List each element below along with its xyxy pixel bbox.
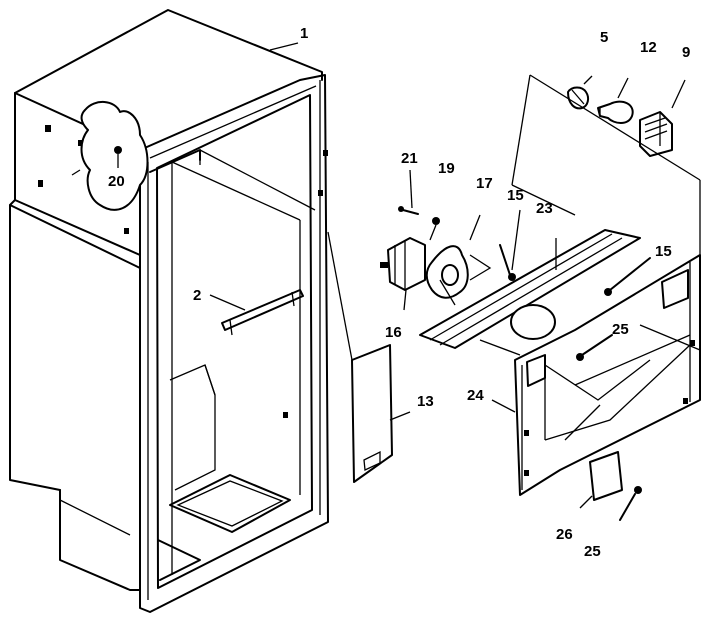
label-part-1: 1 [300,25,308,42]
part-number-labels: 1 2 5 9 12 13 15 15 16 17 19 20 21 23 24… [108,25,690,560]
label-part-5: 5 [600,29,608,46]
screw-20-icon [71,146,122,176]
label-part-2: 2 [193,287,201,304]
label-part-19: 19 [438,160,455,177]
label-part-25-lower: 25 [584,543,601,560]
label-part-12: 12 [640,39,657,56]
label-part-21: 21 [401,150,418,167]
fan-motor-assembly [380,206,469,306]
label-part-9: 9 [682,44,690,61]
label-part-26: 26 [556,526,573,543]
light-socket-part-5 [567,75,593,110]
label-part-15-right: 15 [655,243,672,260]
screw-25-lower-icon [619,486,642,521]
light-shield-part-9 [639,79,686,157]
leader-lines [269,42,701,413]
label-part-17: 17 [476,175,493,192]
refrigerator-cabinet [9,9,329,613]
bracket-part-2 [209,289,304,336]
label-part-23: 23 [536,200,553,217]
label-part-20: 20 [108,173,125,190]
label-part-16: 16 [385,324,402,341]
screw-15-left-icon [499,244,516,281]
label-part-15-left: 15 [507,187,524,204]
screw-25-upper-icon [576,334,613,361]
screw-15-right-icon [604,257,651,296]
baffle-part-23 [419,229,641,356]
label-part-24: 24 [467,387,484,404]
label-part-13: 13 [417,393,434,410]
evaporator-cover-part-24 [514,254,701,496]
panel-part-13 [327,231,411,483]
label-part-25-upper: 25 [612,321,629,338]
cover-plate-part-26 [579,451,623,509]
light-bulb-part-12 [597,77,634,124]
